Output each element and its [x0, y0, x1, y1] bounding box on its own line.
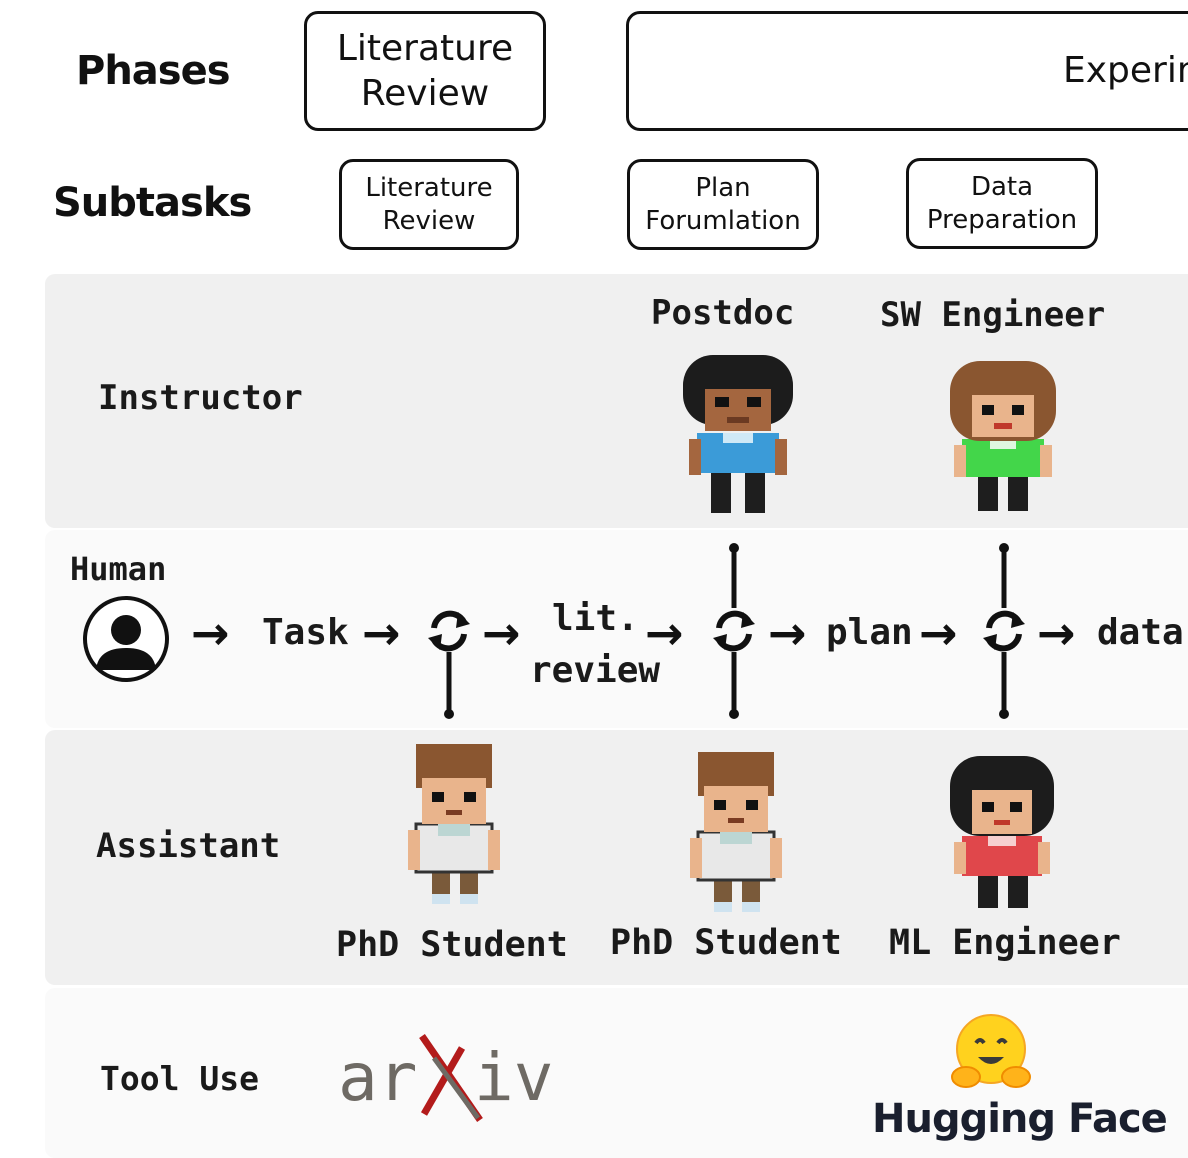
cycle-icon [713, 543, 755, 719]
user-silhouette-icon [83, 596, 169, 682]
instructor-label: Instructor [98, 378, 303, 418]
flow-arrow-3: → [482, 606, 521, 660]
arxiv-logo: ar iv [338, 1034, 553, 1122]
flow-lit-label-line1: lit. [552, 598, 639, 639]
postdoc-avatar-icon [683, 355, 793, 513]
phase-experimentation-label: Experin [1063, 50, 1188, 91]
svg-text:ar: ar [338, 1039, 417, 1116]
phd-student-avatar-icon [408, 744, 500, 904]
subtask-data-preparation-box: Data Preparation [906, 158, 1098, 249]
hugging-face-emoji-icon [951, 1014, 1031, 1088]
flow-plan-label: plan [826, 612, 913, 653]
phase-literature-review-box: Literature Review [304, 11, 546, 131]
flow-arrow-6: → [919, 606, 958, 660]
assistant-label: Assistant [96, 826, 281, 866]
flow-arrow-4: → [645, 606, 684, 660]
subtasks-label: Subtasks [53, 180, 252, 226]
flow-lit-label-line2: review [530, 650, 661, 691]
phases-label: Phases [76, 48, 231, 94]
svg-text:iv: iv [474, 1039, 553, 1116]
flow-task-label: Task [262, 612, 349, 653]
flow-arrow-1: → [191, 606, 230, 660]
phd-student-name-1: PhD Student [336, 925, 568, 965]
cycle-icon [983, 543, 1025, 719]
cycle-icon [428, 610, 470, 719]
flow-arrow-5: → [768, 606, 807, 660]
human-panel [45, 530, 1188, 728]
sw-engineer-name: SW Engineer [880, 295, 1106, 335]
sw-engineer-avatar-icon [950, 361, 1056, 511]
subtask-literature-review-box: Literature Review [339, 159, 519, 250]
phase-experimentation-box: Experin [626, 11, 1188, 131]
postdoc-name: Postdoc [651, 293, 795, 333]
ml-engineer-avatar-icon [950, 756, 1054, 908]
subtask-plan-formulation-box: Plan Forumlation [627, 159, 819, 250]
ml-engineer-name: ML Engineer [889, 923, 1121, 963]
flow-data-label: data [1097, 612, 1184, 653]
human-label: Human [70, 550, 167, 588]
hugging-face-label: Hugging Face [872, 1096, 1168, 1142]
phd-student-name-2: PhD Student [610, 923, 842, 963]
flow-arrow-7: → [1037, 606, 1076, 660]
phd-student-avatar-icon [690, 752, 782, 912]
flow-arrow-2: → [362, 606, 401, 660]
tool-use-label: Tool Use [100, 1059, 259, 1098]
